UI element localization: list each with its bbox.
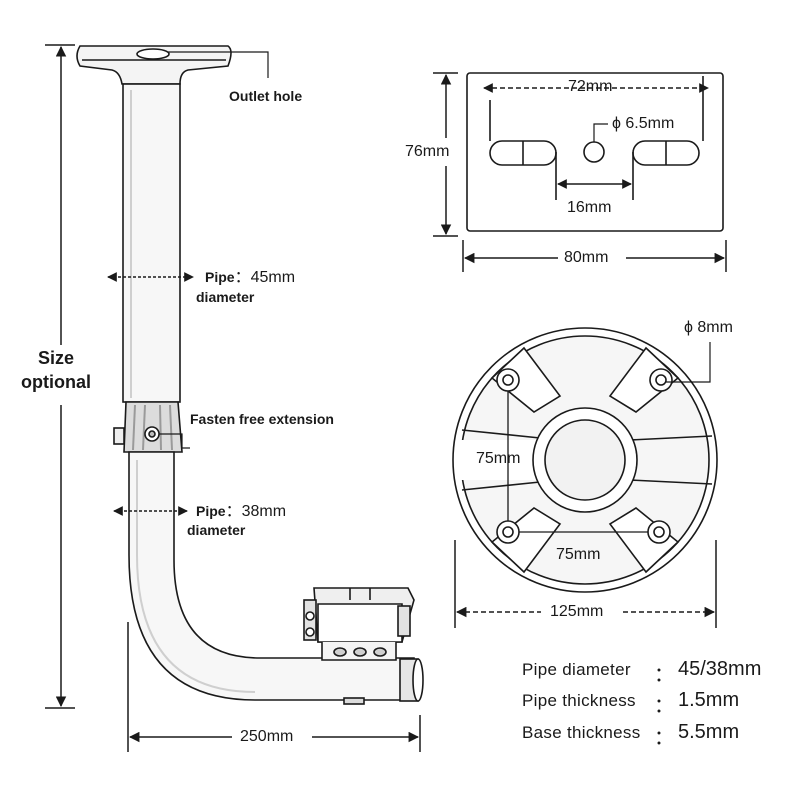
spec-label-pipe-thickness: Pipe thickness: [522, 691, 636, 710]
spec-colon-base-thickness: ：: [654, 727, 674, 749]
base-75-horizontal-label: 75mm: [556, 546, 601, 563]
extension-collar: [113, 401, 183, 453]
mounting-plate: [466, 72, 724, 232]
spec-label-base-thickness: Base thickness: [522, 723, 641, 742]
plate-80-dimension: [462, 240, 727, 272]
plate-76-label: 76mm: [405, 143, 450, 160]
size-label-line1: Size: [38, 348, 75, 368]
outlet-hole-leader: [168, 51, 269, 78]
base-125-label: 125mm: [550, 603, 604, 620]
hole-65-leader: [593, 123, 608, 142]
plate-hole-65-label: ϕ 6.5mm: [612, 115, 675, 132]
width-dimension: [127, 622, 421, 752]
lower-pipe-diameter-label: diameter: [187, 522, 246, 538]
camera-bracket: [303, 587, 415, 661]
upper-pipe-label: Pipe：45mm: [205, 270, 295, 286]
width-250-label: 250mm: [240, 728, 294, 745]
round-base: [452, 327, 718, 593]
plate-72-label: 72mm: [568, 78, 613, 95]
fasten-label: Fasten free extension: [190, 411, 334, 427]
pipe-end-cap: [343, 658, 424, 705]
spec-value-pipe-diameter: 45/38mm: [678, 658, 762, 680]
plate-16-label: 16mm: [567, 199, 612, 216]
upper-pipe-value: ：45mm: [234, 269, 296, 286]
plate-76-dimension: [433, 72, 458, 237]
lower-pipe: [128, 451, 415, 701]
outlet-hole-label: Outlet hole: [229, 88, 303, 104]
upper-pipe-word: Pipe: [205, 269, 235, 285]
lower-pipe-value: ：38mm: [225, 503, 287, 520]
height-dimension: [45, 44, 75, 709]
spec-value-base-thickness: 5.5mm: [678, 721, 740, 743]
size-label-line2: optional: [21, 372, 91, 392]
upper-pipe: [122, 83, 181, 403]
lower-pipe-label: Pipe：38mm: [196, 504, 286, 520]
spec-colon-pipe-diameter: ：: [654, 664, 674, 686]
upper-pipe-diameter-label: diameter: [196, 289, 255, 305]
base-hole-8-label: ϕ 8mm: [684, 319, 733, 336]
hole-8-leader: [666, 342, 711, 383]
base-75-vertical-label: 75mm: [476, 450, 521, 467]
fasten-leader: [159, 433, 190, 449]
base-125-dimension: [454, 540, 717, 628]
lower-pipe-word: Pipe: [196, 503, 226, 519]
spec-value-pipe-thickness: 1.5mm: [678, 689, 740, 711]
spec-colon-pipe-thickness: ：: [654, 695, 674, 717]
plate-80-label: 80mm: [564, 249, 609, 266]
spec-label-pipe-diameter: Pipe diameter: [522, 660, 631, 679]
